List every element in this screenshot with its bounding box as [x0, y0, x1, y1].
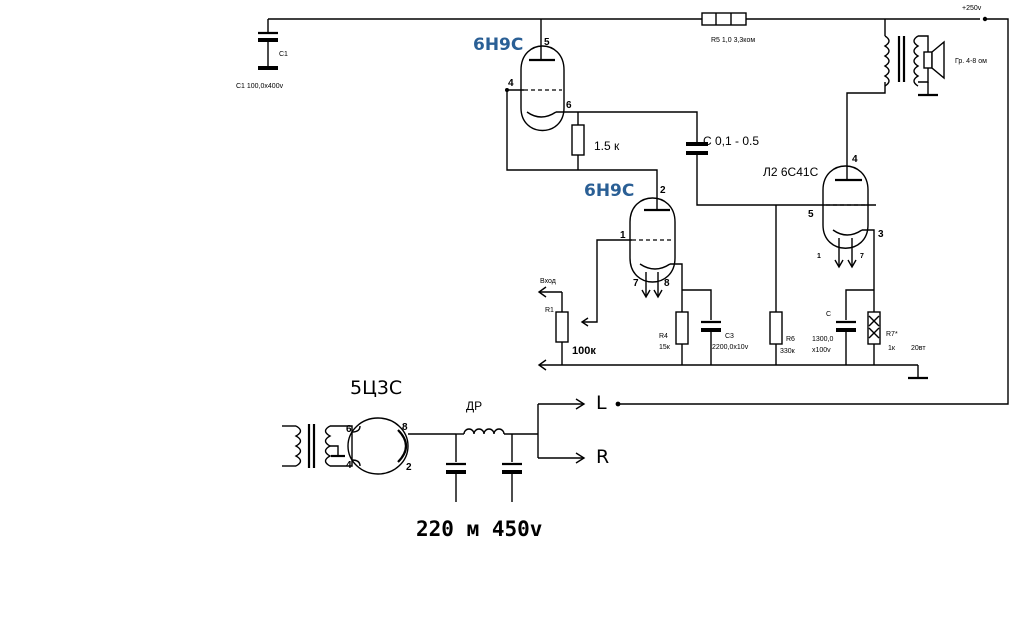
cathode-cap-value-1: 1300,0: [812, 336, 834, 343]
c1-value: C1 100,0x400v: [236, 83, 284, 90]
c1-label: C1: [279, 51, 288, 58]
output-tube-label: Л2 6С41С: [763, 165, 819, 179]
tube-v1: 6Н9С 5 4 6: [473, 35, 698, 195]
r5-label: R5 1,0 3,3ком: [711, 37, 755, 44]
tube-v1-label: 6Н9С: [473, 35, 523, 55]
v1-pin-anode: 5: [544, 37, 550, 48]
rectifier-label: 5Ц3С: [350, 377, 402, 399]
r6-value: 330к: [780, 348, 796, 355]
tube-output: Л2 6С41С 4 5 3 1 7: [763, 82, 886, 312]
coupling-capacitor: C 0,1 - 0.5: [686, 134, 876, 206]
capacitor-c3: C3 2200,0x10v: [682, 289, 749, 365]
resistor-r6: R6 330к: [769, 205, 796, 365]
v2-pin-heater-a: 7: [633, 278, 639, 289]
output-transformer: [883, 35, 929, 87]
choke-inductor: [463, 428, 505, 435]
supply-voltage: +250v: [962, 5, 982, 12]
anode-resistor-label: 1.5 к: [594, 139, 620, 153]
filter-network: ДР 220 м 450v: [416, 399, 542, 541]
v2-pin-anode: 2: [660, 185, 666, 196]
speaker-label: Гр. 4-8 ом: [955, 58, 987, 65]
out-pin-heater-b: 7: [860, 253, 864, 260]
v2-pin-grid: 1: [620, 230, 626, 241]
out-pin-anode: 4: [852, 154, 858, 165]
v1-cathode: [526, 111, 557, 118]
r7-label: R7*: [886, 331, 898, 338]
resistor-r7: R7* 1к 20вт: [867, 311, 926, 365]
r1-label: R1: [545, 307, 554, 314]
r6-label: R6: [786, 336, 795, 343]
out-pin-cathode: 3: [878, 229, 884, 240]
r1-value: 100к: [572, 345, 596, 357]
out-cathode: [832, 229, 863, 236]
capacitor-cathode: C 1300,0 x100v: [812, 289, 874, 365]
r4-label: R4: [659, 333, 668, 340]
output-r-label: R: [596, 446, 609, 468]
b-plus-feed: [615, 18, 1009, 407]
resistor-r4: R4 15к: [659, 311, 689, 365]
choke-label: ДР: [466, 399, 482, 413]
cathode-cap-label: C: [826, 311, 831, 318]
v2-pin-heater-b: 8: [664, 278, 670, 289]
potentiometer-r1: R1 100к: [545, 307, 596, 365]
cathode-cap-value-2: x100v: [812, 347, 831, 354]
r7-power: 20вт: [911, 345, 926, 352]
ground-bus: [537, 359, 928, 380]
coupling-cap-label: C 0,1 - 0.5: [703, 134, 759, 148]
rect-pin-a: 6: [346, 424, 352, 435]
filter-cap-value: 220 м 450v: [416, 517, 542, 541]
input-connector: Вход: [537, 278, 563, 312]
output-l-label: L: [596, 392, 607, 414]
tube-v2: 6Н9С 2 1 7 8: [580, 181, 683, 327]
resistor-r5: R5 1,0 3,3ком: [701, 12, 755, 44]
v2-cathode: [639, 263, 671, 270]
rect-pin-c: 8: [402, 422, 408, 433]
c3-value: 2200,0x10v: [712, 344, 749, 351]
supply-rail: +250v: [268, 5, 988, 45]
rect-pin-d: 2: [406, 462, 412, 473]
rectifier-tube: 5Ц3С 6 4 8 2: [346, 377, 456, 475]
rect-pin-b: 4: [346, 460, 352, 471]
input-label: Вход: [540, 278, 556, 285]
out-pin-grid: 5: [808, 209, 814, 220]
resistor-1-5k: 1.5 к: [571, 112, 620, 170]
out-pin-heater-a: 1: [817, 253, 821, 260]
v1-pin-cathode: 6: [566, 100, 572, 111]
output-l-r: L R: [537, 392, 609, 468]
capacitor-c1: C1 C1 100,0x400v: [236, 19, 288, 90]
r7-value: 1к: [888, 345, 896, 352]
v1-pin-grid: 4: [508, 78, 514, 89]
tube-v2-label: 6Н9С: [584, 181, 634, 201]
power-transformer: [282, 424, 353, 468]
r4-value: 15к: [659, 344, 671, 351]
c3-label: C3: [725, 333, 734, 340]
speaker-icon: Гр. 4-8 ом: [918, 40, 987, 97]
